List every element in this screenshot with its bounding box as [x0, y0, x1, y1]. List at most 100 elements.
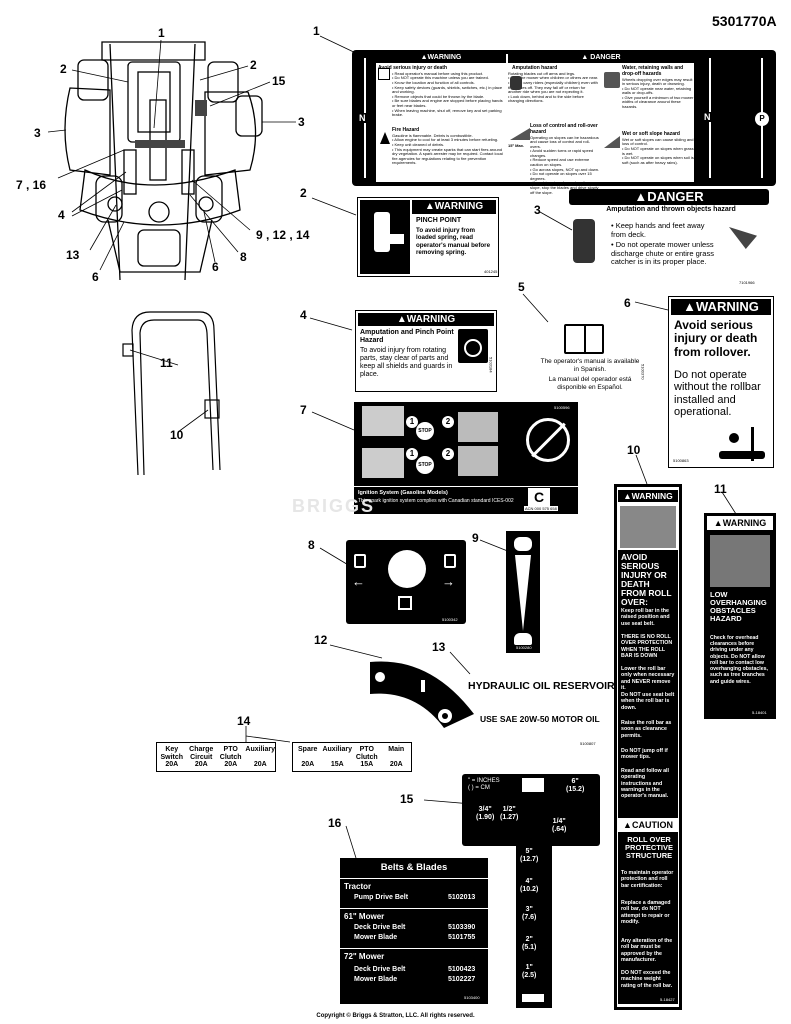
- decal-callout-1: 1: [313, 24, 320, 38]
- pump-belt-number: 5102013: [448, 894, 476, 901]
- decal-5-spanish-manual: The operator's manual is available in Sp…: [540, 318, 646, 408]
- fuse-label-spare: Spare: [298, 746, 318, 753]
- d1-title: Amputation hazard: [512, 65, 558, 71]
- d2-lines: Operating on slopes can be hazardous and…: [530, 134, 600, 195]
- decal-14-fuse-left: Key Switch Charge Circuit PTO Clutch Aux…: [156, 742, 276, 772]
- decal-callout-12: 12: [314, 633, 328, 647]
- decal-callout-13: 13: [432, 640, 446, 654]
- gauge-mark-1: 1" (2.5): [522, 964, 536, 979]
- callout-4: 4: [58, 208, 65, 222]
- deck72-number: 5100423: [448, 966, 476, 973]
- engine-icon-2: [458, 446, 498, 476]
- arrow-right-icon: →: [442, 574, 455, 589]
- gauge-3-in: 3": [525, 906, 533, 913]
- fuel-off-icon: [398, 596, 412, 610]
- decal-callout-5: 5: [518, 280, 525, 294]
- fuse-amp-pto-clutch-2: 15A: [360, 761, 374, 769]
- decal-1-warning-2: Fire Hazard Gasoline is flammable. Debri…: [378, 127, 504, 166]
- gauge-2-in: 2": [525, 936, 533, 943]
- decal-10-c2: Replace a damaged roll bar, do NOT attem…: [621, 900, 671, 926]
- w1-lines: • Read operator's manual before using th…: [392, 70, 503, 118]
- lever-arrow-right: P: [752, 58, 772, 178]
- decal-6-title: Avoid serious injury or death from rollo…: [674, 318, 758, 359]
- decal-3-danger-amputation: ▲DANGER Amputation and thrown objects ha…: [569, 189, 769, 287]
- gauge-1-4-in: 1/4": [552, 818, 566, 825]
- decal-3-bullet-1: • Keep hands and feet away from deck.: [611, 221, 705, 239]
- decal-10-title: AVOID SERIOUS INJURY OR DEATH FROM ROLL …: [621, 552, 672, 607]
- blade72-number: 5102227: [448, 976, 476, 983]
- operator-seat-icon: [362, 406, 404, 436]
- decal-10-p7: Read and follow all operating instructio…: [621, 768, 669, 800]
- gauge-3-cm: (7.6): [522, 913, 537, 921]
- gauge-5-in: 5": [525, 848, 533, 855]
- stop-icon-bottom: STOP: [416, 456, 434, 474]
- decal-16-tractor: Tractor: [344, 882, 372, 891]
- decal-15-cut-height-gauge: " = INCHES ( ) = CM 6" (15.2) 3/4" (1.90…: [462, 774, 600, 846]
- decal-6-body: Do not operate without the rollbar insta…: [674, 369, 761, 418]
- decal-10-p6: Do NOT jump off if mower tips.: [621, 748, 668, 761]
- decal-1-warning-1: Avoid serious injury or death • Read ope…: [378, 65, 504, 118]
- decal-callout-4: 4: [300, 308, 307, 322]
- deck61-number: 5103390: [448, 924, 476, 931]
- gauge-1-cm: (2.5): [522, 971, 537, 979]
- arrow-left-icon: ←: [352, 574, 365, 589]
- gauge-4-in: 4": [525, 878, 533, 885]
- decal-2-header: ▲WARNING: [412, 200, 496, 214]
- decal-8-fuel-selector: ← → 5100342: [346, 540, 466, 624]
- decal-13-code: 5100807: [580, 741, 596, 746]
- step-1-badge-2: 1: [406, 448, 418, 460]
- gauge-5-cm: (12.7): [520, 855, 539, 863]
- w2-lines: Gasoline is flammable. Debris is combust…: [392, 132, 503, 166]
- decal-1-warning-bar: ▲WARNING: [376, 54, 506, 63]
- gauge-legend-2: ( ) = CM: [468, 785, 490, 791]
- d4-lines: Wet or soft slopes can cause sliding and…: [622, 136, 694, 165]
- gauge-3-4-cm: (1.90): [476, 813, 495, 821]
- gauge-mark-5: 5" (12.7): [520, 848, 538, 863]
- fuse-label-auxiliary-2: Auxiliary: [322, 746, 353, 753]
- decal-16-61in: 61" Mower: [344, 912, 385, 921]
- operator-seat-icon-2: [362, 448, 404, 478]
- decal-2-code: 401245: [484, 269, 498, 274]
- blade72-label: Mower Blade: [354, 976, 398, 983]
- gauge-2-cm: (5.1): [522, 943, 537, 951]
- callout-13: 13: [66, 248, 80, 262]
- belt-pulley-icon: [458, 329, 488, 363]
- decal-7-acn: ACN 000 575 658: [524, 506, 558, 511]
- decal-callout-8: 8: [308, 538, 315, 552]
- decal-13-title: HYDRAULIC OIL RESERVOIR: [468, 680, 615, 692]
- d4-title: Wet or soft slope hazard: [622, 131, 680, 137]
- callout-9-12-14: 9 , 12 , 14: [256, 228, 310, 242]
- decal-16-code: 5103400: [464, 995, 480, 1000]
- deck72-label: Deck Drive Belt: [354, 966, 406, 973]
- water-hazard-icon: [604, 72, 620, 88]
- decal-5-english: The operator's manual is available in Sp…: [540, 358, 640, 373]
- decal-4-header: ▲WARNING: [358, 313, 494, 326]
- decal-10-p3: Lower the roll bar only when necessary a…: [621, 666, 675, 692]
- decal-6-header: ▲WARNING: [671, 299, 771, 315]
- part-number: 5301770A: [712, 13, 777, 29]
- callout-10: 10: [170, 428, 184, 442]
- lever-arrow-left: N: [356, 58, 374, 178]
- decal-5-spanish: La manual del operador está disponible e…: [548, 376, 632, 391]
- callout-3-left: 3: [34, 126, 41, 140]
- callout-6-left: 6: [92, 270, 99, 284]
- gauge-1-2-cm: (1.27): [500, 813, 519, 821]
- callout-1: 1: [158, 26, 165, 40]
- decal-10-p1: Keep roll bar in the raised position and…: [621, 608, 670, 627]
- decal-callout-16: 16: [328, 816, 342, 830]
- hand-foot-icon: [573, 219, 595, 263]
- d2-max: 15° Max.: [508, 143, 525, 148]
- decal-16-belts-blades: Belts & Blades Tractor Pump Drive Belt 5…: [340, 858, 488, 1004]
- decal-10-ctitle: ROLL OVER PROTECTIVE STRUCTURE: [625, 835, 673, 860]
- decal-11-low-obstacles: ▲WARNING LOW OVERHANGING OBSTACLES HAZAR…: [704, 513, 776, 719]
- decal-14-fuse-right: Spare Auxiliary PTO Clutch Main 20A 15A …: [292, 742, 412, 772]
- decal-9-throttle: 5100280: [506, 531, 540, 653]
- pump-belt-label: Pump Drive Belt: [354, 894, 409, 901]
- decal-3-code: 7101966: [739, 280, 755, 285]
- gauge-mark-6: 6" (15.2): [566, 778, 584, 793]
- decal-6-code: 5100863: [673, 458, 689, 463]
- step-2-badge: 2: [442, 416, 454, 428]
- decal-3-header: ▲DANGER: [569, 189, 769, 205]
- decal-7-code: 5100596: [554, 405, 570, 410]
- lever-arrow-mid: N: [700, 58, 720, 178]
